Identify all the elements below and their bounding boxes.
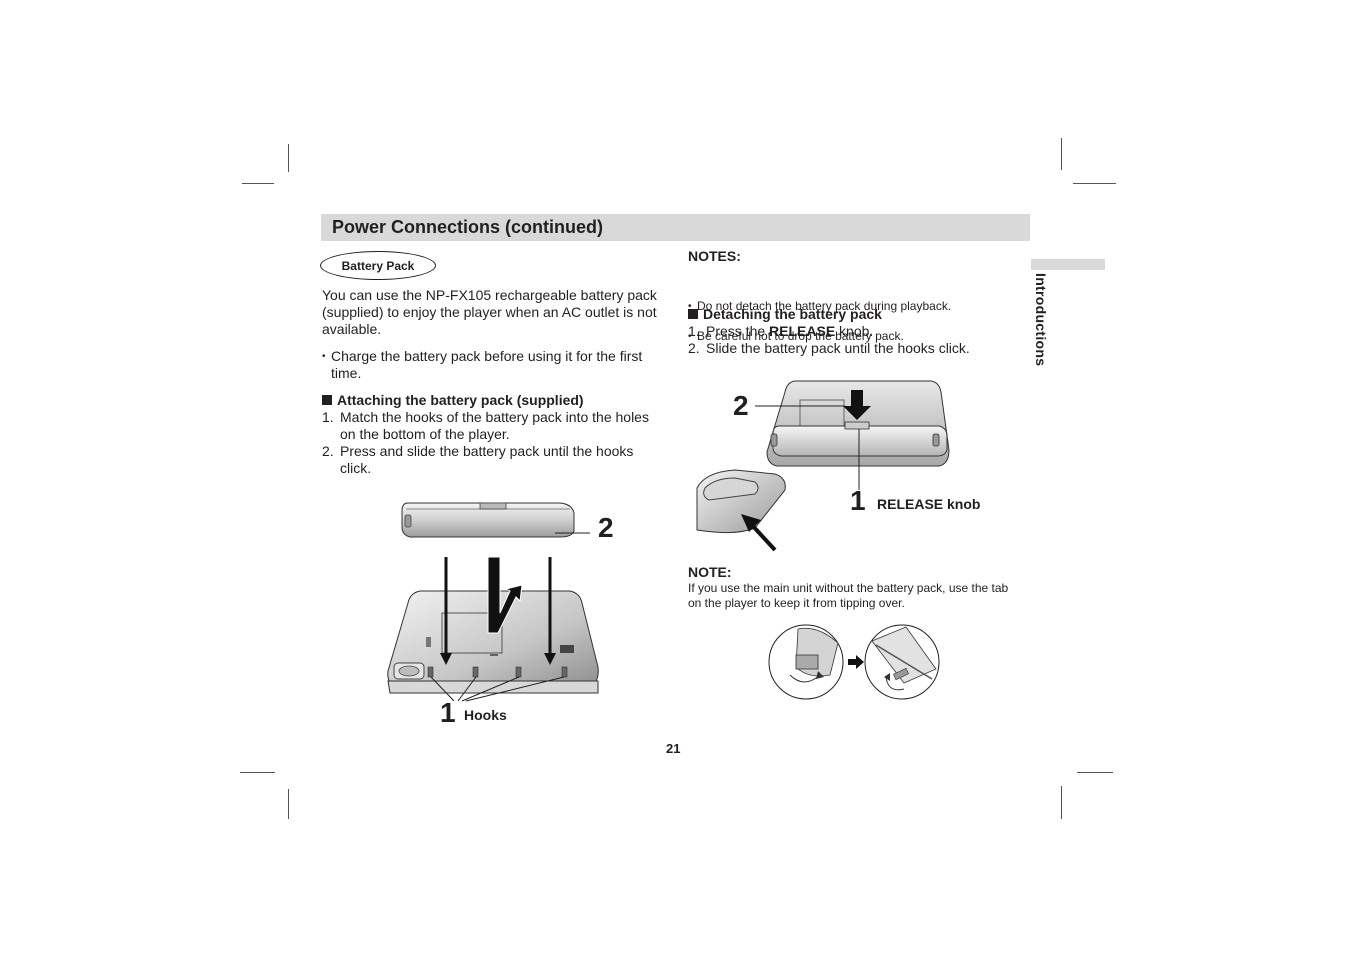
list-item: 2. Slide the battery pack until the hooks…: [688, 340, 1028, 357]
tab-open-closeup: [864, 624, 940, 700]
right-arrow-icon: [848, 655, 864, 669]
figure-step-label-2: 2: [733, 390, 749, 421]
battery-pack-illustration: [401, 502, 590, 538]
crop-mark: [240, 772, 275, 773]
crop-mark: [288, 789, 289, 819]
detaching-steps: 1. Press the RELEASE knob. 2. Slide the ba…: [688, 323, 1028, 357]
square-bullet-icon: [322, 395, 332, 405]
list-item: 2. Press and slide the battery pack until…: [322, 443, 667, 477]
step-number: 2.: [688, 340, 700, 356]
detaching-battery-figure: [696, 380, 950, 552]
battery-pack-badge: Battery Pack: [320, 251, 436, 280]
down-arrow-icon: [843, 390, 871, 420]
detaching-heading: Detaching the battery pack: [688, 306, 1028, 322]
step-number: 1.: [322, 409, 334, 425]
side-tab-bar: [1031, 259, 1105, 270]
release-knob-closeup: [696, 469, 786, 534]
step-text: Press and slide the battery pack until t…: [340, 443, 634, 476]
hooks-label: Hooks: [464, 707, 507, 723]
release-knob-label: RELEASE knob: [877, 496, 981, 512]
up-left-arrow-icon: [741, 514, 777, 552]
square-bullet-icon: [688, 309, 698, 319]
side-tab-label: Introductions: [1033, 273, 1049, 367]
list-item: 1. Match the hooks of the battery pack in…: [322, 409, 667, 443]
down-arrow-icon: [440, 557, 452, 665]
tab-usage-figure: [768, 624, 940, 700]
notes-item-text: Do not detach the battery pack during pl…: [697, 299, 952, 313]
step-text: Match the hooks of the battery pack into…: [340, 409, 649, 442]
list-item: 1. Press the RELEASE knob.: [688, 323, 1028, 340]
page-number: 21: [666, 741, 681, 756]
battery-pack-badge-label: Battery Pack: [341, 258, 415, 273]
step-text: Press the: [706, 323, 770, 339]
intro-bullet: Charge the battery pack before using it …: [322, 348, 676, 382]
attaching-battery-figure: [387, 502, 599, 702]
crop-mark: [242, 183, 274, 184]
figure-step-label-1: 1: [850, 485, 866, 516]
figure-step-label-1: 1: [440, 697, 456, 728]
step-text: Slide the battery pack until the hooks c…: [706, 340, 970, 356]
attaching-steps: 1. Match the hooks of the battery pack in…: [322, 409, 667, 477]
intro-bullet-text: Charge the battery pack before using it …: [331, 348, 643, 381]
step-number: 1.: [688, 323, 700, 339]
notes-item: Be careful not to drop the battery pack.: [688, 329, 1037, 344]
crop-mark: [288, 144, 289, 172]
battery-pack-illustration: [770, 421, 948, 457]
step-text: knob.: [835, 323, 874, 339]
detaching-heading-text: Detaching the battery pack: [703, 306, 882, 322]
step-number: 2.: [322, 443, 334, 459]
note-text: If you use the main unit without the bat…: [688, 581, 1009, 610]
note-heading: NOTE:: [688, 564, 732, 580]
crop-mark: [1073, 183, 1116, 184]
release-emphasis: RELEASE: [769, 323, 836, 339]
player-bottom-illustration: [387, 590, 599, 694]
tab-closed-closeup: [768, 624, 844, 700]
notes-item-text: Be careful not to drop the battery pack.: [697, 329, 904, 343]
crop-mark: [1077, 772, 1113, 773]
attaching-heading: Attaching the battery pack (supplied): [322, 392, 667, 408]
attaching-heading-text: Attaching the battery pack (supplied): [337, 392, 584, 408]
hooks-leader-lines: [430, 676, 565, 702]
section-header: Power Connections (continued): [321, 214, 1030, 241]
crop-mark: [1061, 138, 1062, 170]
crop-mark: [1061, 786, 1062, 819]
figure-step-label-2: 2: [598, 512, 614, 543]
notes-item: Do not detach the battery pack during pl…: [688, 299, 1037, 314]
slide-arrow-icon: [487, 556, 523, 634]
page-title: Power Connections (continued): [332, 217, 604, 237]
down-arrow-icon: [544, 557, 556, 665]
notes-heading: NOTES:: [688, 248, 741, 264]
intro-paragraph: You can use the NP-FX105 rechargeable ba…: [322, 287, 657, 337]
